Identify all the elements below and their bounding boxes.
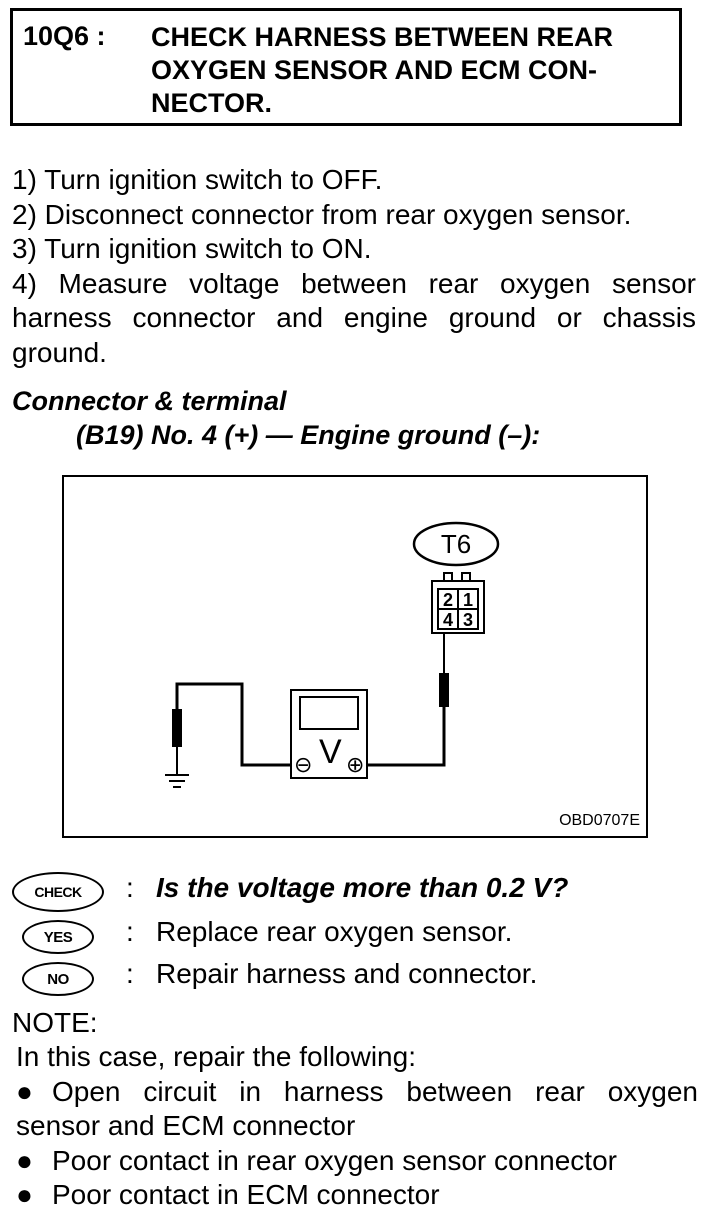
minus-terminal-icon: ⊖	[294, 752, 313, 777]
note-item-text: Poor contact in rear oxygen sensor conne…	[52, 1144, 617, 1176]
check-badge-icon: CHECK	[12, 872, 104, 912]
step-code: 10Q6 :	[23, 21, 106, 51]
plus-terminal-icon: ⊕	[346, 752, 365, 777]
figure-code: OBD0707E	[559, 812, 640, 829]
voltmeter-v-label: V	[319, 733, 342, 771]
connector-body	[431, 580, 485, 634]
wiring-diagram: T6 2 1 4 3 V ⊖ ⊕ OBD0707E	[62, 475, 648, 838]
voltmeter-display	[299, 696, 359, 730]
voltmeter-body	[290, 689, 368, 779]
procedure-steps: 1) Turn ignition switch to OFF. 2) Disco…	[12, 163, 696, 370]
note-item-text: Open circuit in harness between rear oxy…	[16, 1075, 698, 1142]
yes-badge-icon: YES	[22, 920, 94, 954]
check-question: Is the voltage more than 0.2 V?	[156, 872, 569, 903]
bullet-icon: ●	[16, 1179, 33, 1210]
list-item: ●Open circuit in harness between rear ox…	[16, 1075, 698, 1144]
note-item-text: Poor contact in ECM connector	[52, 1179, 440, 1210]
wiring-diagram-drawing	[165, 521, 500, 788]
positive-lead	[367, 707, 446, 767]
step-header-box: 10Q6 : CHECK HARNESS BETWEEN REAR OXYGEN…	[10, 8, 682, 126]
t6-ellipse	[412, 521, 500, 567]
note-label: NOTE:	[12, 1007, 98, 1038]
note-intro: In this case, repair the following:	[16, 1041, 416, 1072]
connector-label-t6: T6	[440, 529, 472, 559]
no-answer: Repair harness and connector.	[156, 958, 538, 989]
note-list: ●Open circuit in harness between rear ox…	[16, 1075, 698, 1213]
pin-label-1: 1	[462, 590, 473, 610]
note-body: In this case, repair the following: ●Ope…	[16, 1040, 698, 1213]
connector-lock-right	[461, 572, 471, 582]
procedure-step-3: 3) Turn ignition switch to ON.	[12, 233, 372, 264]
connector-terminal-heading: Connector & terminal	[12, 386, 287, 416]
pin-label-2: 2	[442, 590, 453, 610]
procedure-step-4: 4) Measure voltage between rear oxygen s…	[12, 267, 696, 368]
connector-lock-left	[443, 572, 453, 582]
bullet-icon: ●	[16, 1075, 33, 1107]
yes-colon: :	[126, 916, 134, 947]
positive-probe	[439, 673, 449, 707]
negative-probe	[172, 709, 182, 747]
connector-terminal-spec: (B19) No. 4 (+) — Engine ground (–):	[76, 420, 541, 450]
yes-answer: Replace rear oxygen sensor.	[156, 916, 513, 947]
procedure-step-1: 1) Turn ignition switch to OFF.	[12, 164, 383, 195]
no-colon: :	[126, 958, 134, 989]
check-colon: :	[126, 872, 134, 903]
pin-label-4: 4	[442, 610, 453, 630]
list-item: ● Poor contact in rear oxygen sensor conn…	[16, 1144, 698, 1179]
pin-label-3: 3	[462, 610, 473, 630]
list-item: ● Poor contact in ECM connector	[16, 1178, 698, 1213]
no-badge-icon: NO	[22, 962, 94, 996]
bullet-icon: ●	[16, 1144, 33, 1176]
step-title: CHECK HARNESS BETWEEN REAR OXYGEN SENSOR…	[151, 22, 614, 118]
procedure-step-2: 2) Disconnect connector from rear oxygen…	[12, 198, 632, 230]
negative-lead	[175, 682, 291, 767]
